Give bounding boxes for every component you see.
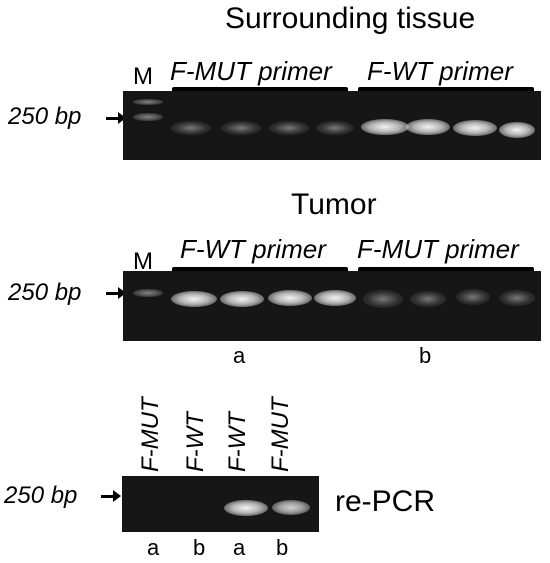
panel3-lane-2-sample: b <box>193 535 206 560</box>
panel1-band-2 <box>221 121 261 135</box>
panel1-gel <box>123 91 541 160</box>
panel1-band-8 <box>499 122 535 138</box>
panel3-lane-1-primer: F-MUT <box>137 397 164 472</box>
panel1-group-right-bar <box>358 87 534 93</box>
panel1-title: Surrounding tissue <box>225 2 476 35</box>
panel3-lane-4-sample: b <box>276 535 289 560</box>
panel1-band-3 <box>269 121 309 135</box>
panel2-band-5 <box>363 290 403 308</box>
panel3-band-3 <box>224 500 268 516</box>
panel2-size-arrow <box>106 287 126 299</box>
panel1-band-5 <box>361 119 409 135</box>
panel1-band-7 <box>453 120 497 136</box>
panel3-lane-1-sample: a <box>147 535 160 560</box>
panel2-sample-label-a: a <box>233 343 246 368</box>
panel2-gel <box>123 271 541 341</box>
panel2-group-right-label: F-MUT primer <box>357 234 519 264</box>
panel2-group-right-bar <box>358 267 534 273</box>
panel1-marker-label: M <box>133 63 153 90</box>
panel1-band-6 <box>406 119 450 135</box>
panel2-marker-band <box>133 289 163 297</box>
panel3-lane-2-primer: F-WT <box>182 412 209 472</box>
panel2-size-label: 250 bp <box>8 279 82 306</box>
panel3-gel <box>122 476 319 532</box>
panel3-size-arrow <box>101 490 121 502</box>
panel2-band-7 <box>456 289 490 305</box>
panel1-group-right-label: F-WT primer <box>367 56 513 86</box>
panel1-marker-band <box>133 99 163 105</box>
panel3-lane-3-primer: F-WT <box>224 412 251 472</box>
panel2-group-left-label: F-WT primer <box>180 234 326 264</box>
panel1-size-label: 250 bp <box>8 103 82 130</box>
panel2-band-1 <box>171 291 217 307</box>
panel1-marker-band <box>133 113 163 121</box>
panel2-sample-label-b: b <box>419 343 432 368</box>
panel2-marker-label: M <box>133 248 153 275</box>
panel1-band-4 <box>316 121 354 135</box>
panel2-band-6 <box>410 291 446 307</box>
panel2-group-left-bar <box>172 267 348 273</box>
panel1-band-1 <box>171 121 211 135</box>
panel3-lane-3-sample: a <box>233 535 246 560</box>
panel1-size-arrow <box>106 112 126 124</box>
panel3-side-label: re-PCR <box>335 485 436 518</box>
panel2-band-3 <box>268 290 312 306</box>
panel2-band-4 <box>314 290 356 306</box>
panel1-group-left-label: F-MUT primer <box>170 56 332 86</box>
panel2-title: Tumor <box>291 188 377 221</box>
panel2-band-2 <box>220 291 264 307</box>
panel3-band-4 <box>272 500 310 515</box>
panel1-group-left-bar <box>172 87 348 93</box>
panel3-size-label: 250 bp <box>4 482 78 509</box>
panel2-band-8 <box>499 290 535 306</box>
panel3-lane-4-primer: F-MUT <box>267 397 294 472</box>
